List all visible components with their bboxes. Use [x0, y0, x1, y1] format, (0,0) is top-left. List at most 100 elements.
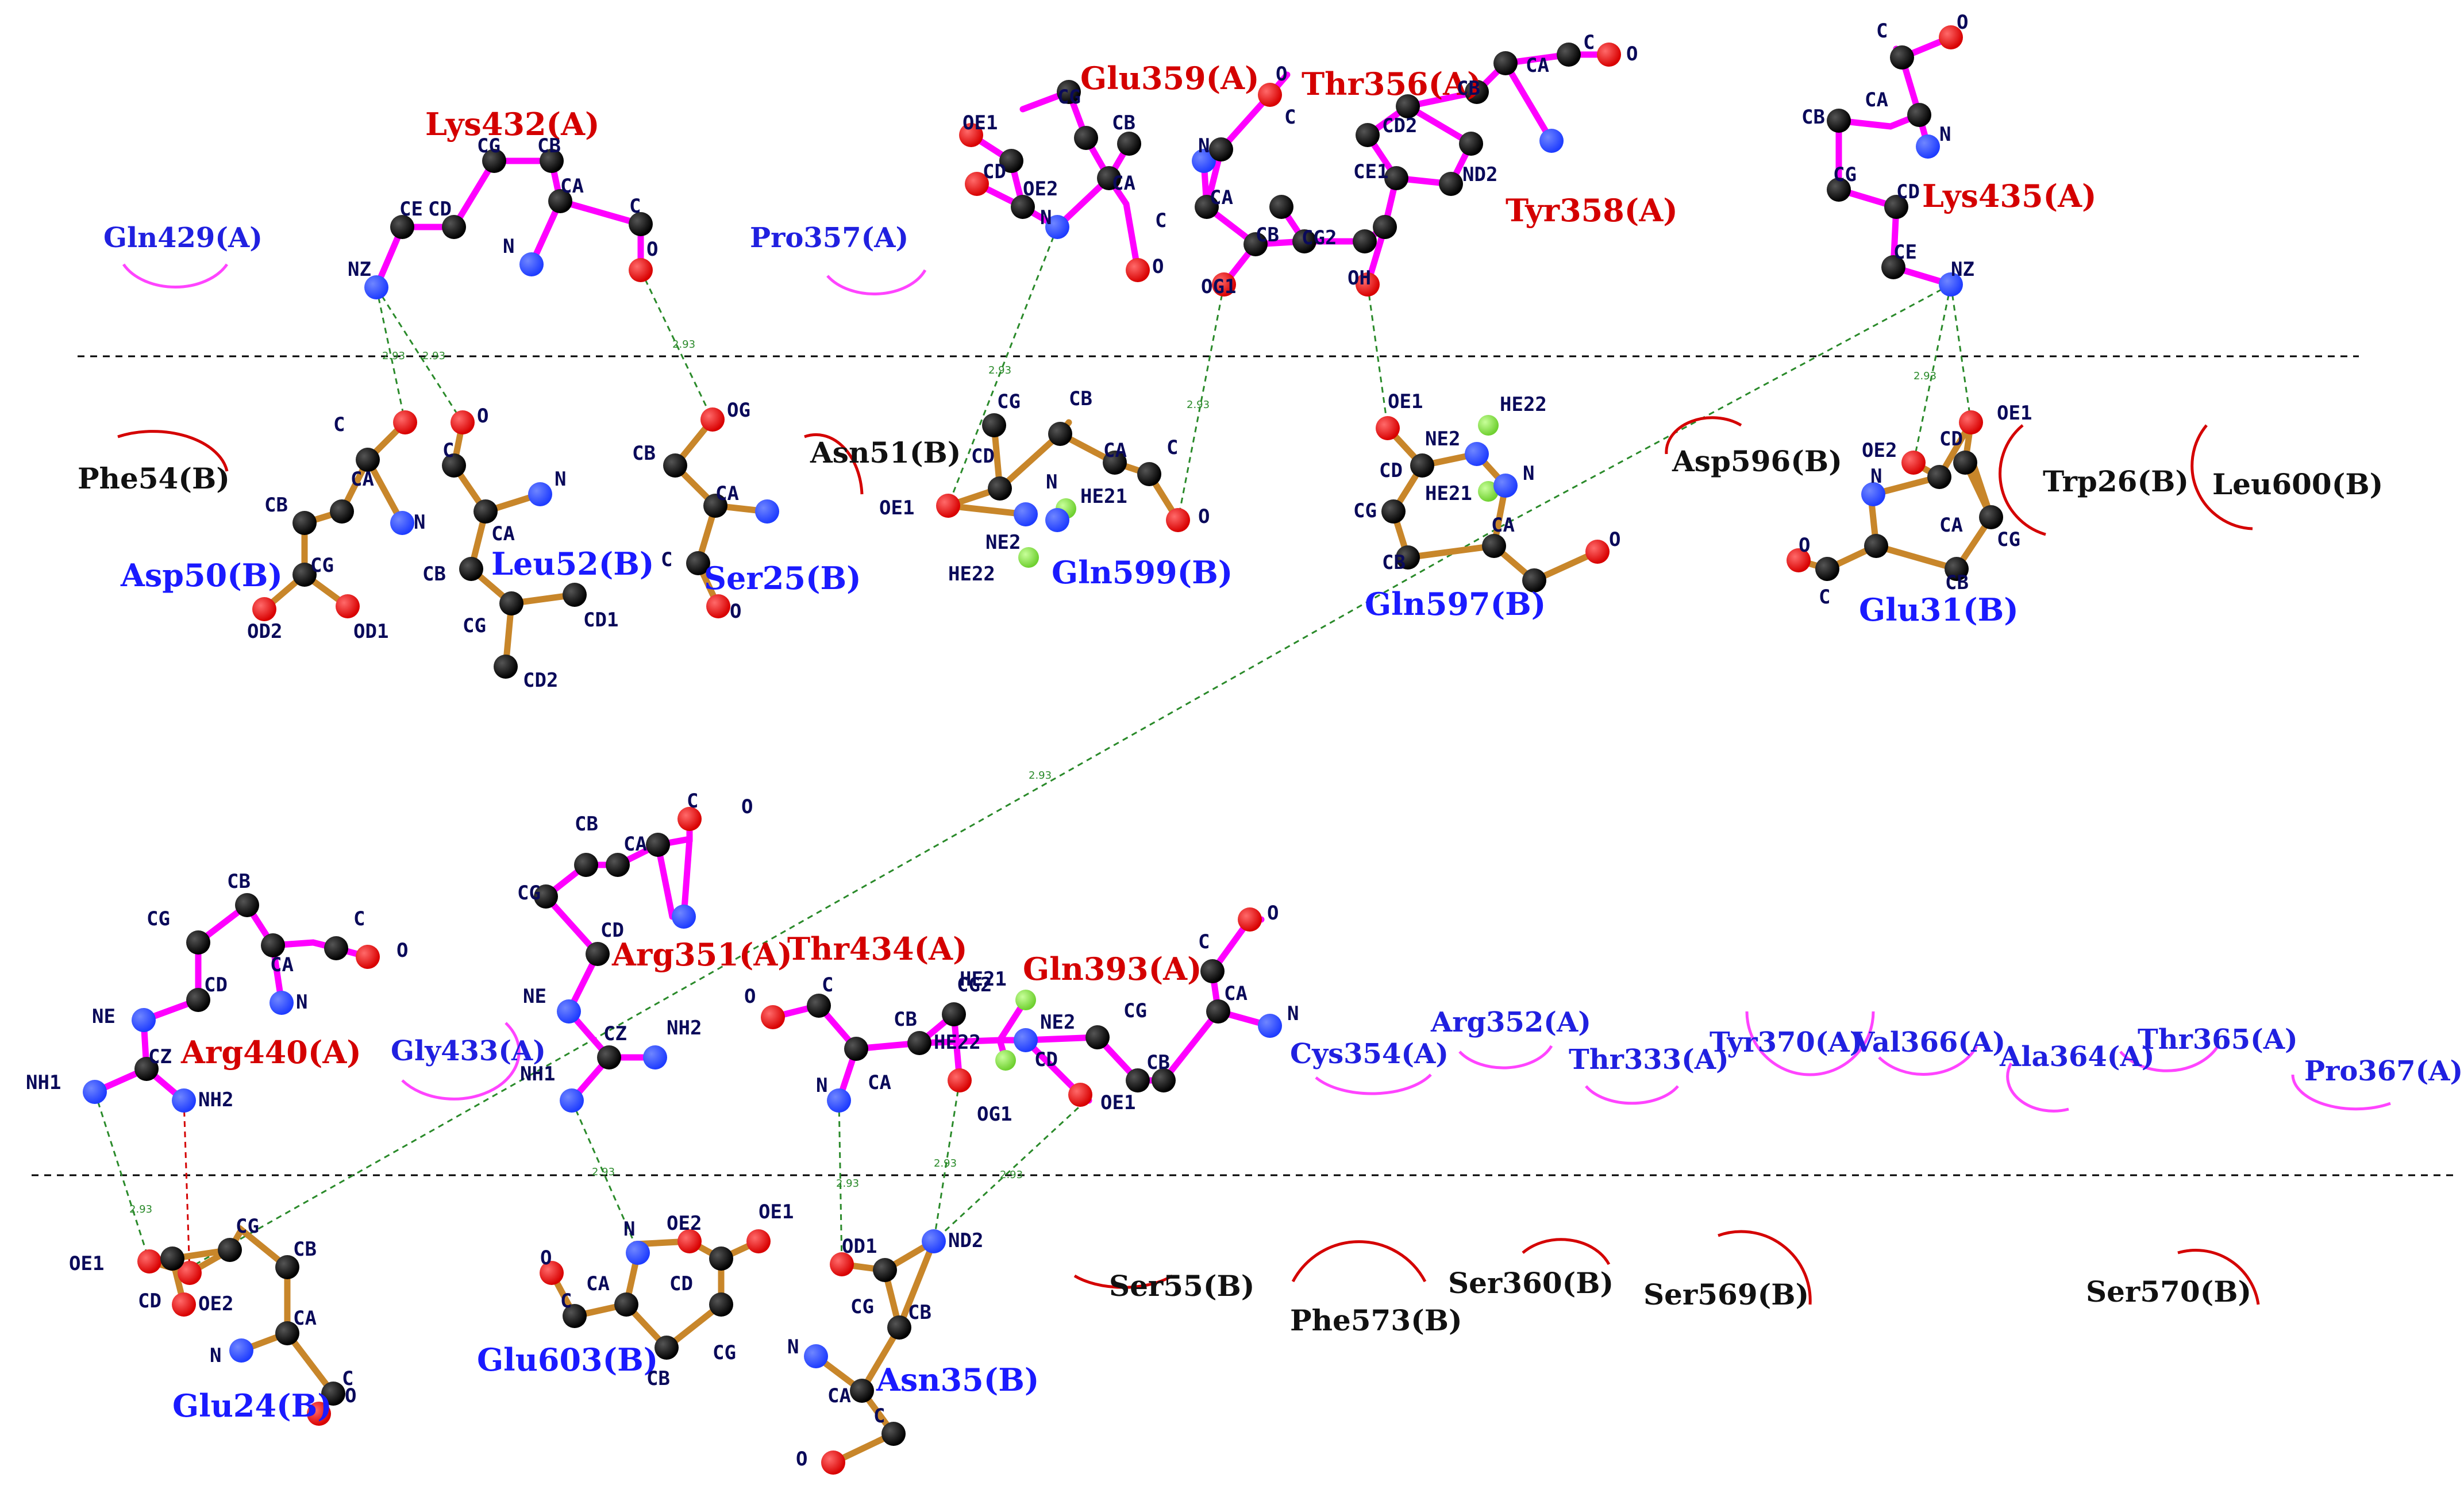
label-pro357: Pro357(A) [750, 222, 908, 254]
svg-text:OG: OG [727, 399, 750, 422]
label-glu24: Glu24(B) [172, 1387, 332, 1424]
svg-text:NE2: NE2 [985, 531, 1021, 554]
label-arg351: Arg351(A) [611, 936, 792, 973]
contact-arcs-chain-b [117, 416, 2260, 1305]
svg-text:CE1: CE1 [1353, 160, 1388, 183]
svg-text:HE22: HE22 [948, 563, 995, 586]
svg-text:CA: CA [623, 833, 647, 856]
svg-text:C: C [687, 790, 698, 813]
svg-text:CD: CD [1939, 428, 1963, 451]
svg-text:CB: CB [575, 813, 598, 836]
svg-text:OG1: OG1 [1201, 275, 1236, 298]
label-cys354: Cys354(A) [1290, 1038, 1449, 1070]
svg-text:CB: CB [1146, 1051, 1170, 1074]
svg-text:C: C [822, 974, 833, 996]
svg-text:CB: CB [293, 1238, 317, 1261]
svg-text:CG: CG [310, 554, 334, 577]
svg-text:CD1: CD1 [583, 609, 618, 632]
label-pro367: Pro367(A) [2304, 1055, 2463, 1087]
svg-text:N: N [1040, 206, 1052, 229]
svg-text:CB: CB [632, 442, 656, 465]
svg-text:NH2: NH2 [198, 1088, 233, 1111]
svg-text:CA: CA [827, 1384, 851, 1407]
svg-text:CA: CA [491, 522, 515, 545]
label-lys435: Lys435(A) [1922, 178, 2097, 214]
svg-text:OE1: OE1 [1997, 402, 2032, 425]
svg-text:2.93: 2.93 [592, 1166, 615, 1178]
residue-labels-chain-a: Lys432(A) Glu359(A) Thr356(A) Tyr358(A) … [180, 60, 2097, 1071]
svg-text:C: C [1583, 31, 1595, 54]
svg-text:CG: CG [1057, 86, 1081, 109]
svg-text:N: N [1046, 471, 1057, 494]
label-gln393: Gln393(A) [1023, 951, 1202, 987]
svg-text:ND2: ND2 [1462, 163, 1497, 186]
svg-text:CA: CA [1526, 54, 1549, 77]
svg-text:CD: CD [983, 160, 1006, 183]
svg-text:O: O [1609, 528, 1620, 551]
label-tyr358: Tyr358(A) [1506, 192, 1678, 229]
label-glu603: Glu603(B) [477, 1341, 658, 1378]
svg-text:CA: CA [715, 482, 739, 505]
svg-text:C: C [333, 413, 345, 436]
svg-text:N: N [787, 1336, 799, 1359]
svg-text:CB: CB [1256, 224, 1279, 247]
svg-text:N: N [210, 1344, 221, 1367]
label-phe54: Phe54(B) [78, 461, 230, 495]
svg-text:N: N [1523, 462, 1534, 485]
svg-text:2.93: 2.93 [988, 364, 1011, 376]
svg-text:OE1: OE1 [69, 1252, 104, 1275]
svg-text:NZ: NZ [348, 258, 371, 281]
svg-text:CD: CD [669, 1272, 693, 1295]
svg-text:O: O [540, 1246, 552, 1269]
svg-text:CD2: CD2 [523, 669, 558, 692]
svg-text:C: C [1166, 436, 1178, 459]
label-ser360: Ser360(B) [1448, 1266, 1614, 1300]
svg-text:C: C [1198, 930, 1210, 953]
svg-text:CG: CG [1353, 499, 1377, 522]
svg-text:O: O [646, 238, 658, 261]
svg-text:N: N [1939, 123, 1951, 146]
svg-text:CB: CB [1112, 111, 1135, 134]
label-trp26: Trp26(B) [2043, 464, 2189, 498]
svg-text:CA: CA [1224, 982, 1248, 1005]
svg-text:CB: CB [908, 1301, 931, 1324]
svg-text:CE: CE [1893, 241, 1917, 264]
svg-text:CG: CG [713, 1341, 736, 1364]
svg-text:CB: CB [1069, 387, 1092, 410]
label-val366: Val366(A) [1853, 1026, 2005, 1059]
svg-text:O: O [1626, 43, 1638, 66]
svg-text:CD: CD [971, 445, 995, 468]
svg-text:NH1: NH1 [520, 1063, 555, 1086]
svg-text:OE1: OE1 [879, 497, 914, 520]
label-gln429: Gln429(A) [103, 222, 263, 254]
svg-text:CD2: CD2 [1382, 114, 1417, 137]
label-ser25: Ser25(B) [704, 560, 861, 597]
svg-text:CG: CG [1123, 999, 1147, 1022]
svg-text:CB: CB [537, 134, 561, 157]
svg-text:O: O [796, 1448, 807, 1471]
svg-text:CA: CA [1491, 514, 1515, 537]
label-thr333: Thr333(A) [1569, 1044, 1729, 1076]
svg-text:NH1: NH1 [26, 1071, 61, 1094]
svg-text:CD: CD [1379, 459, 1403, 482]
svg-text:O: O [1957, 11, 1968, 34]
svg-text:O: O [1276, 63, 1287, 86]
svg-text:CD: CD [204, 974, 228, 996]
svg-text:C: C [1155, 209, 1166, 232]
svg-text:O: O [730, 600, 741, 623]
svg-text:O: O [741, 795, 753, 818]
svg-text:CD: CD [1034, 1048, 1058, 1071]
svg-text:OE1: OE1 [1100, 1091, 1135, 1114]
svg-text:OE2: OE2 [667, 1212, 702, 1235]
svg-text:CG: CG [1997, 528, 2020, 551]
svg-text:C: C [629, 195, 641, 218]
label-arg440: Arg440(A) [180, 1034, 361, 1071]
svg-text:OD1: OD1 [842, 1235, 877, 1258]
svg-text:O: O [477, 405, 488, 428]
svg-text:NE: NE [523, 985, 546, 1008]
svg-text:2.93: 2.93 [1000, 1169, 1023, 1181]
svg-text:N: N [1870, 465, 1882, 488]
svg-text:OE2: OE2 [198, 1292, 233, 1315]
svg-text:N: N [1287, 1002, 1299, 1025]
